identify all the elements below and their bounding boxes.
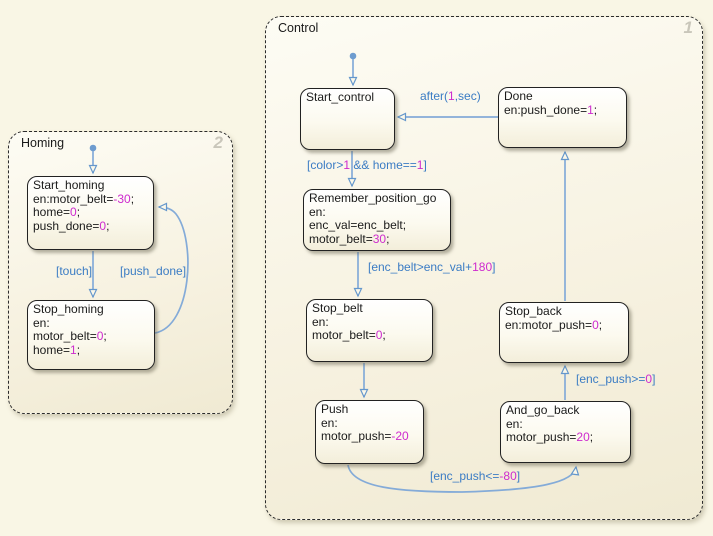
state-done[interactable]: Done en:push_done=1; [498,87,627,148]
state-actions: en:enc_val=enc_belt;motor_belt=30; [309,204,407,246]
control-order-badge: 1 [683,18,693,37]
state-actions: en:motor_push=-20 [321,415,409,443]
state-and-go-back[interactable]: And_go_back en:motor_push=20; [500,401,631,463]
state-actions: en:motor_push=0; [505,317,603,332]
transition-label-color-home[interactable]: [color>1 && home==1] [307,158,427,172]
state-title: Stop_belt [312,301,363,315]
state-title: Push [321,402,349,416]
transition-label-enc-push-ge[interactable]: [enc_push>=0] [576,372,656,386]
transition-enc-push-le[interactable] [347,464,580,493]
state-stop-homing[interactable]: Stop_homing en:motor_belt=0;home=1; [27,300,155,370]
state-stop-back[interactable]: Stop_back en:motor_push=0; [499,302,629,363]
state-title: Remember_position_go [309,191,437,205]
default-transition-dot-homing [89,144,97,152]
control-label: Control [278,21,319,35]
transition-label-push-done[interactable]: [push_done] [120,264,187,278]
homing-label: Homing [21,136,65,150]
homing-order-badge: 2 [213,133,223,152]
state-title: Start_control [306,90,375,104]
state-title: Done [504,89,533,103]
state-start-homing[interactable]: Start_homing en:motor_belt=-30;home=0;pu… [27,176,154,250]
state-actions: en:motor_push=20; [506,416,594,444]
state-actions: en:motor_belt=0;home=1; [33,315,107,357]
default-transition-dot-control [349,52,357,60]
transition-push-done[interactable] [154,202,189,334]
transition-label-enc-belt[interactable]: [enc_belt>enc_val+180] [368,260,496,274]
state-title: Stop_homing [33,302,104,316]
state-actions: en:motor_belt=0; [312,314,386,342]
state-actions: en:motor_belt=-30;home=0;push_done=0; [33,191,135,233]
state-title: Stop_back [505,304,562,318]
state-remember-position-go[interactable]: Remember_position_go en:enc_val=enc_belt… [303,189,451,251]
state-stop-belt[interactable]: Stop_belt en:motor_belt=0; [306,299,433,362]
state-actions: en:push_done=1; [504,102,598,117]
state-title: And_go_back [506,403,580,417]
state-push[interactable]: Push en:motor_push=-20 [315,400,424,464]
state-title: Start_homing [33,178,105,192]
state-start-control[interactable]: Start_control [300,88,395,150]
transition-label-after[interactable]: after(1,sec) [420,89,481,103]
transition-label-enc-push-le[interactable]: [enc_push<=-80] [430,469,521,483]
transition-label-touch[interactable]: [touch] [56,264,93,278]
